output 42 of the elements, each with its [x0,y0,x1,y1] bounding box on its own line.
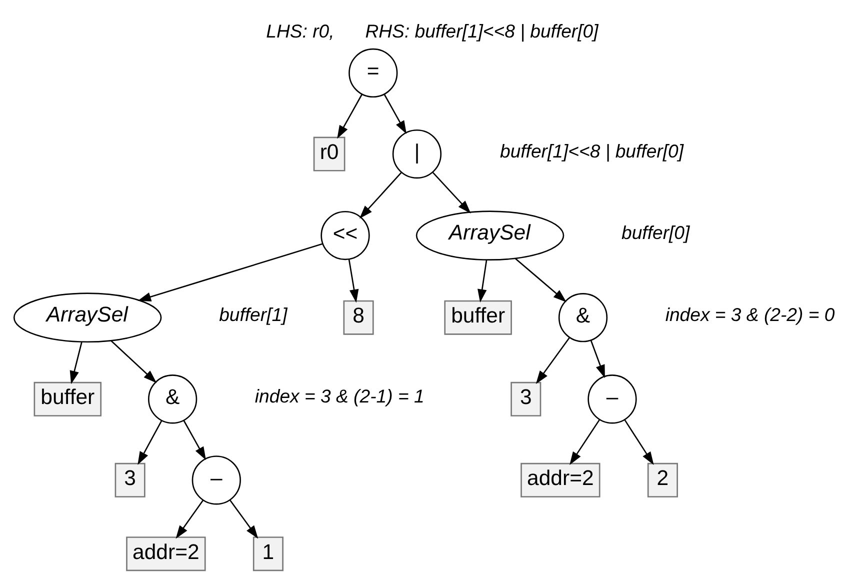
node-circle: – [191,455,240,504]
arrow [432,172,470,214]
node-label: buffer[1] [218,304,287,325]
arrow [358,172,402,218]
arrow [383,94,406,134]
arrow [137,242,322,301]
node-circle: = [348,48,398,98]
node-circle: | [392,128,442,178]
arrow [514,258,566,302]
arrow [535,336,570,384]
node-circle: – [587,374,636,424]
diagram-title: LHS: r0, RHS: buffer[1]<<8 | buffer[0] [266,20,598,41]
arrow [348,258,358,302]
node-box: addr=2 [126,536,206,571]
arrow [69,342,82,384]
node-box: 2 [646,462,678,497]
node-label: index = 3 & (2-2) = 0 [664,304,834,325]
node-box: buffer [33,381,102,416]
arrow [336,94,362,138]
arrow [182,420,206,460]
arrow [137,420,162,464]
node-box: 3 [510,381,541,416]
node-ellipse: ArraySel [415,210,564,260]
arrow [228,499,258,538]
arrow [590,340,604,378]
arrow [569,418,600,465]
node-box: addr=2 [520,462,600,497]
arrow [110,340,156,383]
node-box: 3 [114,462,145,497]
arrow [624,418,654,465]
arrow [175,499,204,538]
node-box: 1 [252,536,283,571]
node-label: index = 3 & (2-1) = 1 [254,385,424,406]
node-label: buffer[0] [621,222,690,243]
node-box: 8 [342,300,374,334]
node-box: buffer [444,300,512,334]
node-circle: << [320,210,370,260]
node-label: buffer[1]<<8 | buffer[0] [499,140,684,162]
arrow [477,260,487,302]
node-box: r0 [312,136,345,171]
node-circle: & [148,374,197,424]
node-circle: & [558,292,608,342]
